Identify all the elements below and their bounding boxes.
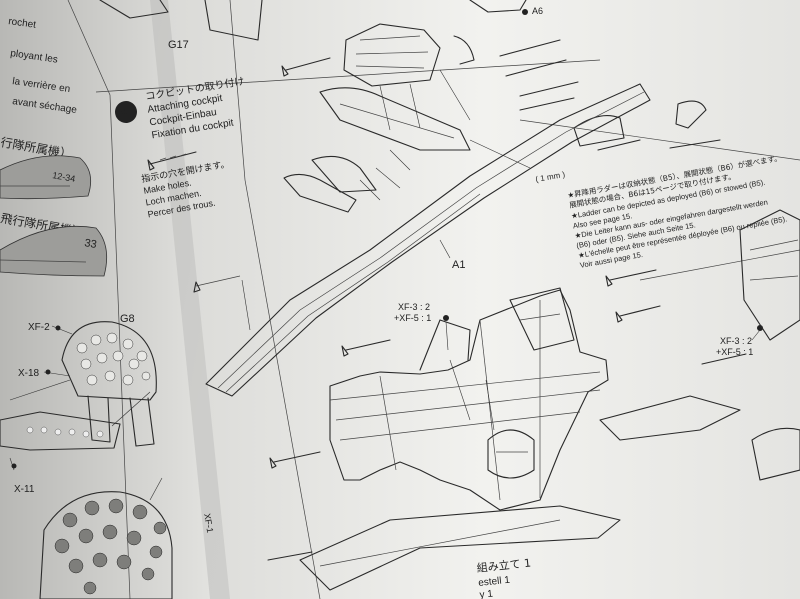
instrument-panel-lower — [39, 491, 173, 599]
wing-paint-left-1: XF-3 : 2 — [398, 302, 430, 312]
part-label-a6: A6 — [532, 6, 543, 16]
paint-callout-2: X-18 — [18, 368, 40, 379]
gun-sight-assembly — [0, 379, 163, 501]
part-g17-drawing: G17 — [99, 0, 263, 51]
wing-paint-right-1: XF-3 : 2 — [720, 336, 752, 346]
part-label-g8: G8 — [120, 313, 135, 325]
part-label-a1: A1 — [452, 259, 465, 271]
bottom-title-de: estell 1 — [478, 575, 511, 589]
panel-rule-left — [229, 0, 321, 599]
paint-callout-3: X-11 — [14, 484, 35, 495]
step-number: 4 — [120, 104, 128, 120]
wing-paint-left-2: +XF-5 : 1 — [394, 313, 431, 323]
right-page — [168, 0, 800, 599]
drill-icon — [147, 151, 197, 171]
decal-number-2: 33 — [83, 237, 97, 251]
part-a6-drawing: A6 — [469, 0, 543, 16]
part-label-g17: G17 — [168, 39, 189, 51]
panel-rule-lower — [639, 249, 800, 281]
panel-rule-right — [519, 119, 800, 161]
cockpit-tub-drawing — [343, 23, 475, 131]
paint-callout-1: XF-2 — [28, 322, 50, 333]
paint-callout-wing-left: XF-3 : 2 +XF-5 : 1 — [394, 302, 449, 351]
wing-paint-right-2: +XF-5 : 1 — [716, 347, 753, 357]
small-parts-top — [281, 39, 721, 151]
decal-number-1: 12-34 — [52, 170, 76, 184]
step-divider-rule — [95, 59, 601, 93]
instrument-panel-g8: G8 — [61, 313, 157, 447]
side-profile-1: 12-34 — [0, 155, 92, 200]
bottom-title-jp: 組み立て 1 — [476, 555, 532, 575]
wing-parts-drawing — [267, 209, 800, 591]
bottom-step-title: 組み立て 1 estell 1 y 1 — [476, 555, 532, 599]
bottom-title-en: y 1 — [479, 589, 494, 599]
left-paint-callouts: XF-2 X-18 X-11 XF-1 — [9, 322, 215, 534]
left-column-rule — [67, 0, 131, 599]
fuselage-a1-drawing: A1 ( 1 mm ) — [193, 83, 651, 397]
lower-fuselage-drawing — [329, 287, 609, 511]
side-profile-2: 33 — [0, 225, 108, 277]
page-gutter — [150, 0, 232, 599]
paint-callout-4: XF-1 — [202, 513, 215, 534]
french-line-1: rochet — [8, 16, 37, 31]
